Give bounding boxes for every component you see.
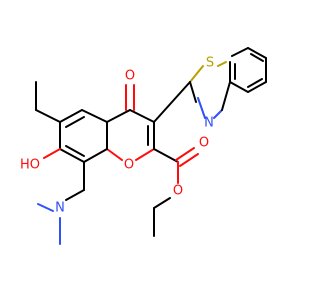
bond [221, 81, 231, 111]
bond [179, 153, 199, 167]
ester-oxygen-label: O [173, 184, 183, 199]
hydroxyl-label: HO [20, 158, 40, 173]
keto-oxygen-label: O [125, 69, 135, 84]
bond [153, 197, 171, 209]
bond [59, 109, 83, 123]
bond [247, 81, 267, 93]
carbonyl-oxygen-label: O [199, 136, 209, 151]
bond [247, 78, 263, 88]
amine-nitrogen-label: N [55, 201, 65, 216]
bond [65, 145, 85, 157]
bond [189, 81, 197, 103]
bond [189, 65, 204, 83]
bond [129, 109, 155, 123]
bond [175, 147, 195, 161]
bond [229, 81, 249, 93]
bond [250, 53, 264, 62]
thiazole-nitrogen-label: N [204, 116, 214, 131]
thiazole-sulfur-label: S [206, 56, 214, 71]
bond [153, 81, 191, 123]
bond [197, 97, 206, 119]
bond [43, 148, 61, 159]
ring-oxygen-label: O [124, 158, 134, 173]
bond [135, 148, 155, 161]
bond [65, 189, 85, 201]
bond [59, 148, 85, 163]
bond [153, 148, 179, 163]
atom-labels: O S N HO O O O N [20, 56, 214, 216]
bond [106, 148, 123, 161]
bond [213, 109, 223, 119]
bond [35, 109, 61, 123]
bond [37, 203, 54, 212]
bond [65, 116, 85, 128]
bond [83, 148, 108, 163]
bond [247, 47, 267, 59]
bond [81, 109, 108, 123]
bond [231, 47, 249, 57]
bond [106, 109, 131, 123]
bonds [35, 47, 267, 245]
molecule-structure: O S N HO O O O N [20, 47, 267, 245]
bond [217, 61, 227, 67]
